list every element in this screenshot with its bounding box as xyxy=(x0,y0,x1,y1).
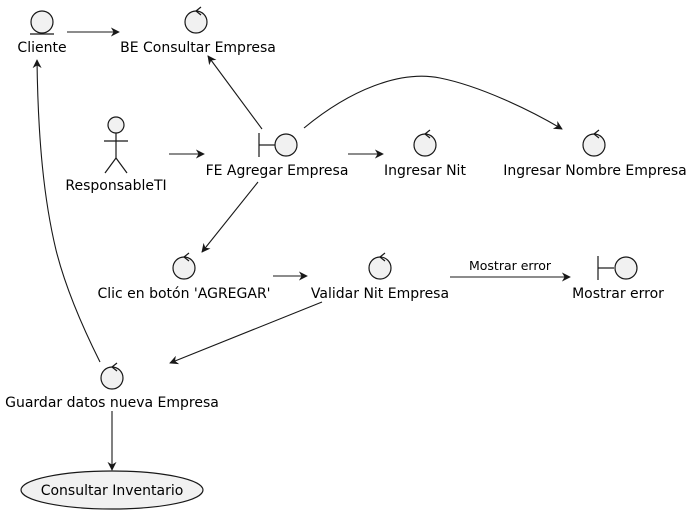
be-consultar-empresa-label: BE Consultar Empresa xyxy=(120,40,276,56)
consultar-inventario-label: Consultar Inventario xyxy=(41,483,184,499)
responsable-ti-label: ResponsableTI xyxy=(65,178,166,194)
mostrar-error-boundary: Mostrar error xyxy=(572,256,664,302)
edge-guardar-to-cliente xyxy=(32,59,101,363)
validar-nit-label: Validar Nit Empresa xyxy=(311,286,449,302)
edge-fe-to-clic xyxy=(201,181,259,253)
consultar-inventario-usecase: Consultar Inventario xyxy=(20,470,204,510)
fe-agregar-empresa-label: FE Agregar Empresa xyxy=(206,163,349,179)
mostrar-error-label: Mostrar error xyxy=(572,286,664,302)
edge-fe-to-be xyxy=(207,55,263,130)
responsable-ti-actor: ResponsableTI xyxy=(65,116,167,194)
edge-label-mostrar-error: Mostrar error xyxy=(469,258,552,273)
ingresar-nombre-empresa-control: Ingresar Nombre Empresa xyxy=(503,129,687,179)
edge-fe-to-ingresar-nombre xyxy=(303,75,563,130)
ingresar-nombre-empresa-label: Ingresar Nombre Empresa xyxy=(503,163,686,179)
validar-nit-control: Validar Nit Empresa xyxy=(311,252,449,302)
guardar-datos-control: Guardar datos nueva Empresa xyxy=(5,362,219,411)
guardar-datos-label: Guardar datos nueva Empresa xyxy=(5,395,219,411)
be-consultar-empresa-control: BE Consultar Empresa xyxy=(120,6,276,56)
cliente-entity: Cliente xyxy=(17,10,67,56)
edge-validar-to-guardar xyxy=(169,301,323,365)
cliente-label: Cliente xyxy=(17,40,66,56)
ingresar-nit-label: Ingresar Nit xyxy=(384,163,466,179)
fe-agregar-empresa-boundary: FE Agregar Empresa xyxy=(206,133,349,179)
clic-agregar-control: Clic en botón 'AGREGAR' xyxy=(97,252,271,302)
ingresar-nit-control: Ingresar Nit xyxy=(384,129,466,179)
clic-agregar-label: Clic en botón 'AGREGAR' xyxy=(97,286,270,302)
